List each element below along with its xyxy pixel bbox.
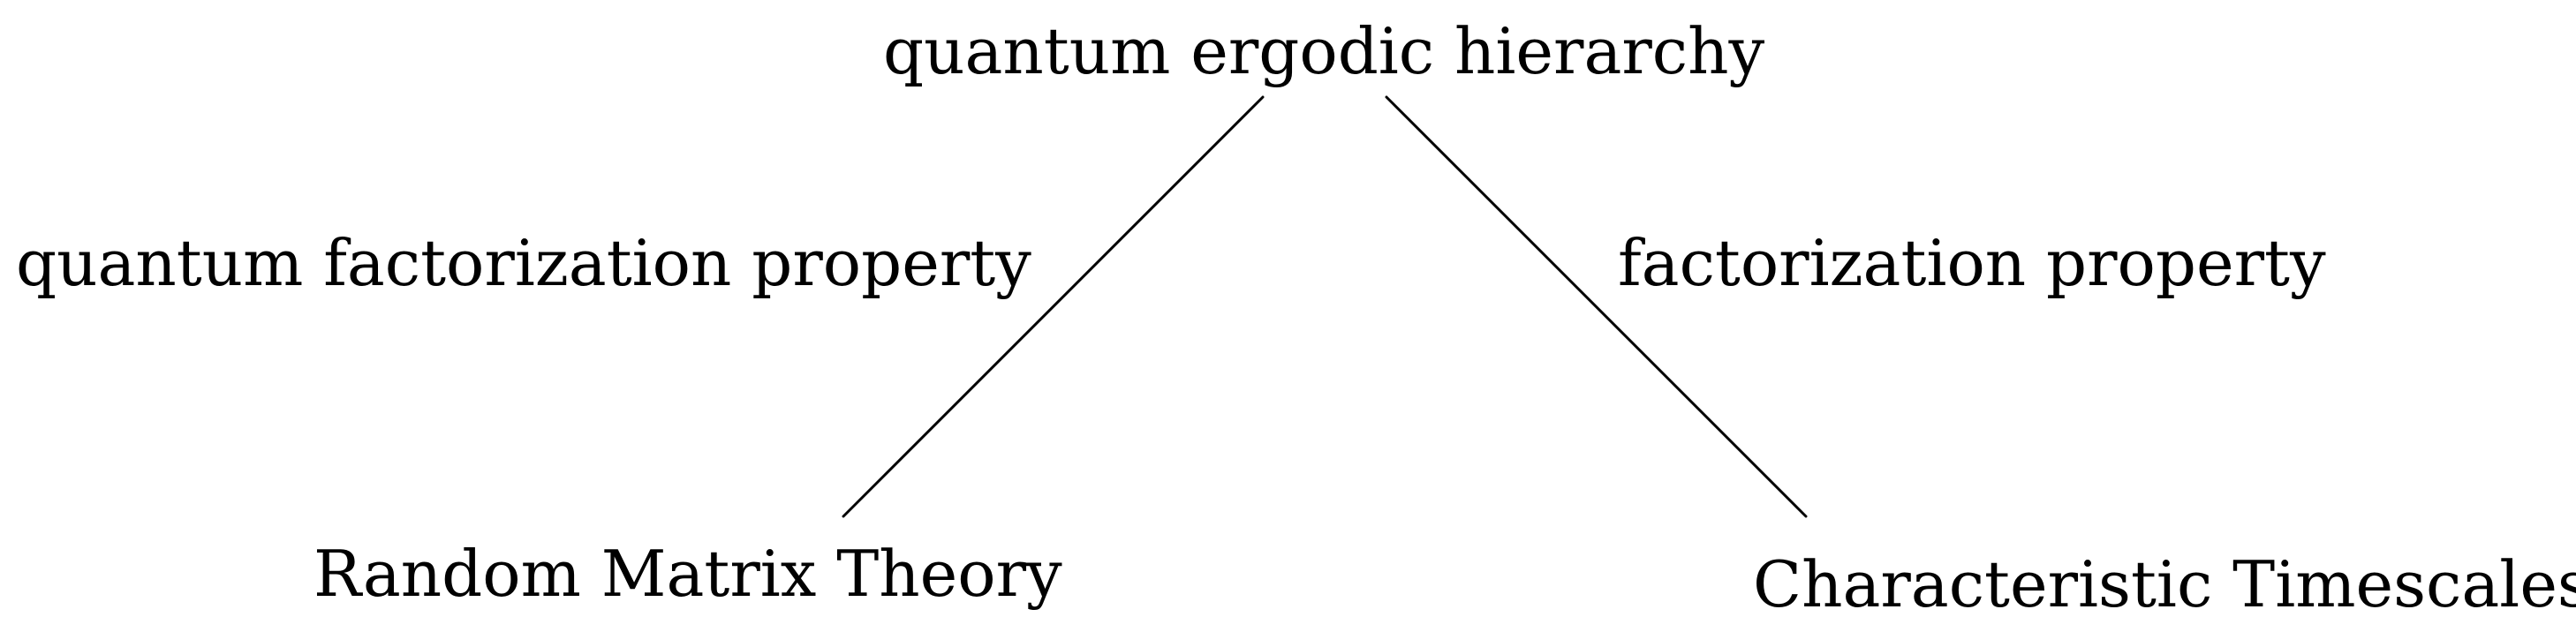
edge-label-quantum-factorization-property: quantum factorization property — [16, 226, 1031, 300]
child-node-characteristic-timescales: Characteristic Timescales — [1753, 547, 2576, 621]
root-node-label: quantum ergodic hierarchy — [883, 14, 1765, 88]
child-node-random-matrix-theory: Random Matrix Theory — [314, 537, 1062, 611]
edge-root-to-random-matrix-theory — [842, 95, 1265, 518]
edge-root-to-characteristic-timescales — [1385, 95, 1808, 518]
edge-label-factorization-property: factorization property — [1618, 226, 2326, 300]
